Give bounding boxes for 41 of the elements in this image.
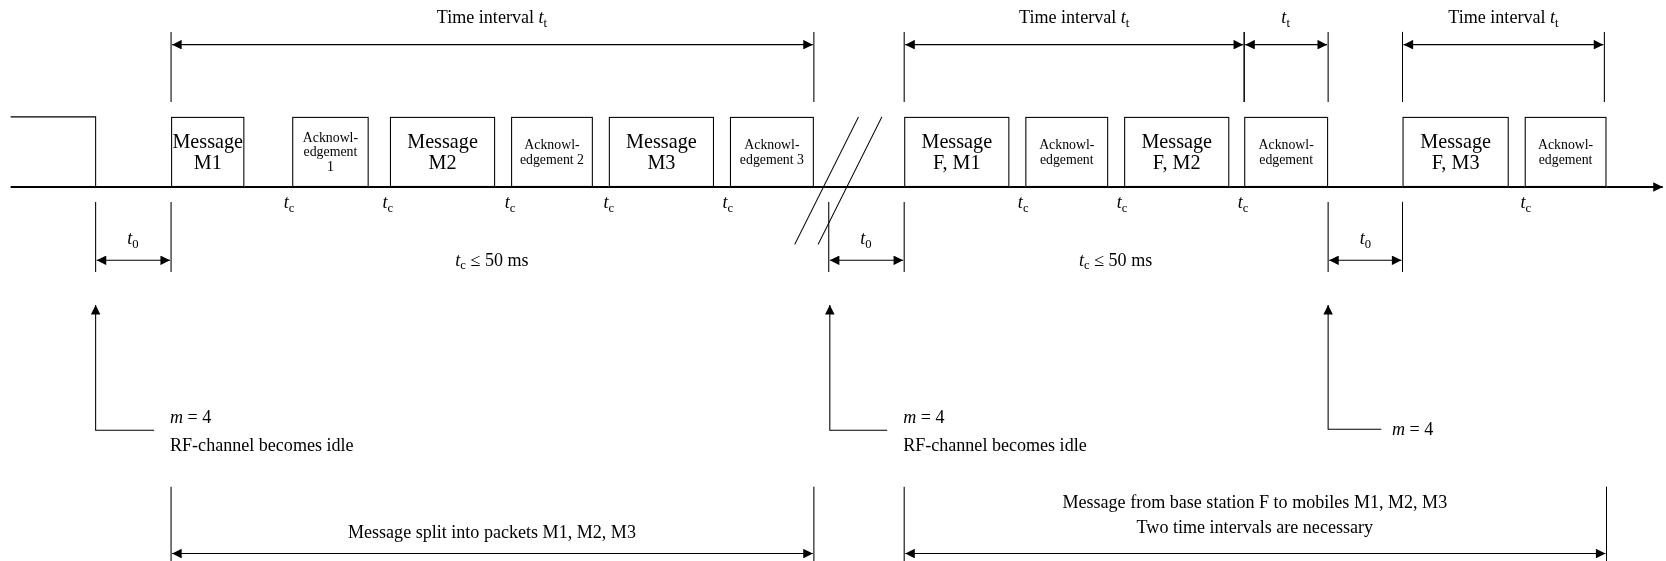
leader-line <box>1323 304 1382 430</box>
parameter-label: m = 4 <box>1391 417 1434 441</box>
acknowledgement-block: Acknowl-edgement <box>1524 116 1607 187</box>
message-block: Message F, M2 <box>1124 116 1230 187</box>
time-label: t$_{c}$ <box>283 193 295 216</box>
dimension-label: Time interval t$_{t}$ <box>1019 8 1130 31</box>
dimension-label: t$_{0}$ <box>127 229 139 252</box>
acknowledgement-block: Acknowl-edgement 1 <box>292 116 369 187</box>
status-note: RF-channel becomes idle <box>170 433 354 457</box>
time-label: t$_{c}$ <box>382 193 394 216</box>
parameter-label: m = 4 <box>903 405 946 430</box>
acknowledgement-block: Acknowl-edgement <box>1244 116 1329 187</box>
acknowledgement-block: Acknowl-edgement <box>1025 116 1109 187</box>
dimension-label: t$_{t}$ <box>1281 8 1290 31</box>
constraint-note: t$_{c}$ ≤ 50 ms <box>1079 250 1153 273</box>
time-label: t$_{c}$ <box>504 193 516 216</box>
time-label: t$_{c}$ <box>1520 193 1532 216</box>
leader-line <box>825 304 888 431</box>
acknowledgement-block: Acknowl-edgement 2 <box>511 116 593 187</box>
message-block: Message M1 <box>171 116 245 187</box>
message-block: Message M2 <box>389 116 496 187</box>
time-label: t$_{c}$ <box>1237 193 1249 216</box>
dimension-label: Message split into packets M1, M2, M3 <box>347 522 636 543</box>
constraint-note: t$_{c}$ ≤ 50 ms <box>455 250 529 273</box>
leader-line <box>90 304 155 431</box>
dimension-label: t$_{0}$ <box>1359 229 1371 252</box>
message-block: Message M3 <box>608 116 714 187</box>
time-label: t$_{c}$ <box>603 193 615 216</box>
parameter-label: m = 4 <box>170 405 213 430</box>
time-label: t$_{c}$ <box>1116 193 1128 216</box>
dimension-label: Message from base station F to mobiles M1, M2, M3 <box>1062 493 1448 513</box>
time-label: t$_{c}$ <box>1017 193 1029 216</box>
message-block: Message F, M1 <box>904 116 1010 187</box>
dimension-label: Time interval t$_{t}$ <box>1448 8 1559 31</box>
time-label: t$_{c}$ <box>722 193 734 216</box>
status-note: RF-channel becomes idle <box>903 433 1087 457</box>
dimension-label: Time interval t$_{t}$ <box>436 8 548 31</box>
dimension-label: Two time intervals are necessary <box>1136 518 1374 539</box>
message-block: Message F, M3 <box>1402 116 1509 187</box>
dimension-label: t$_{0}$ <box>860 229 872 252</box>
acknowledgement-block: Acknowl-edgement 3 <box>729 116 814 187</box>
